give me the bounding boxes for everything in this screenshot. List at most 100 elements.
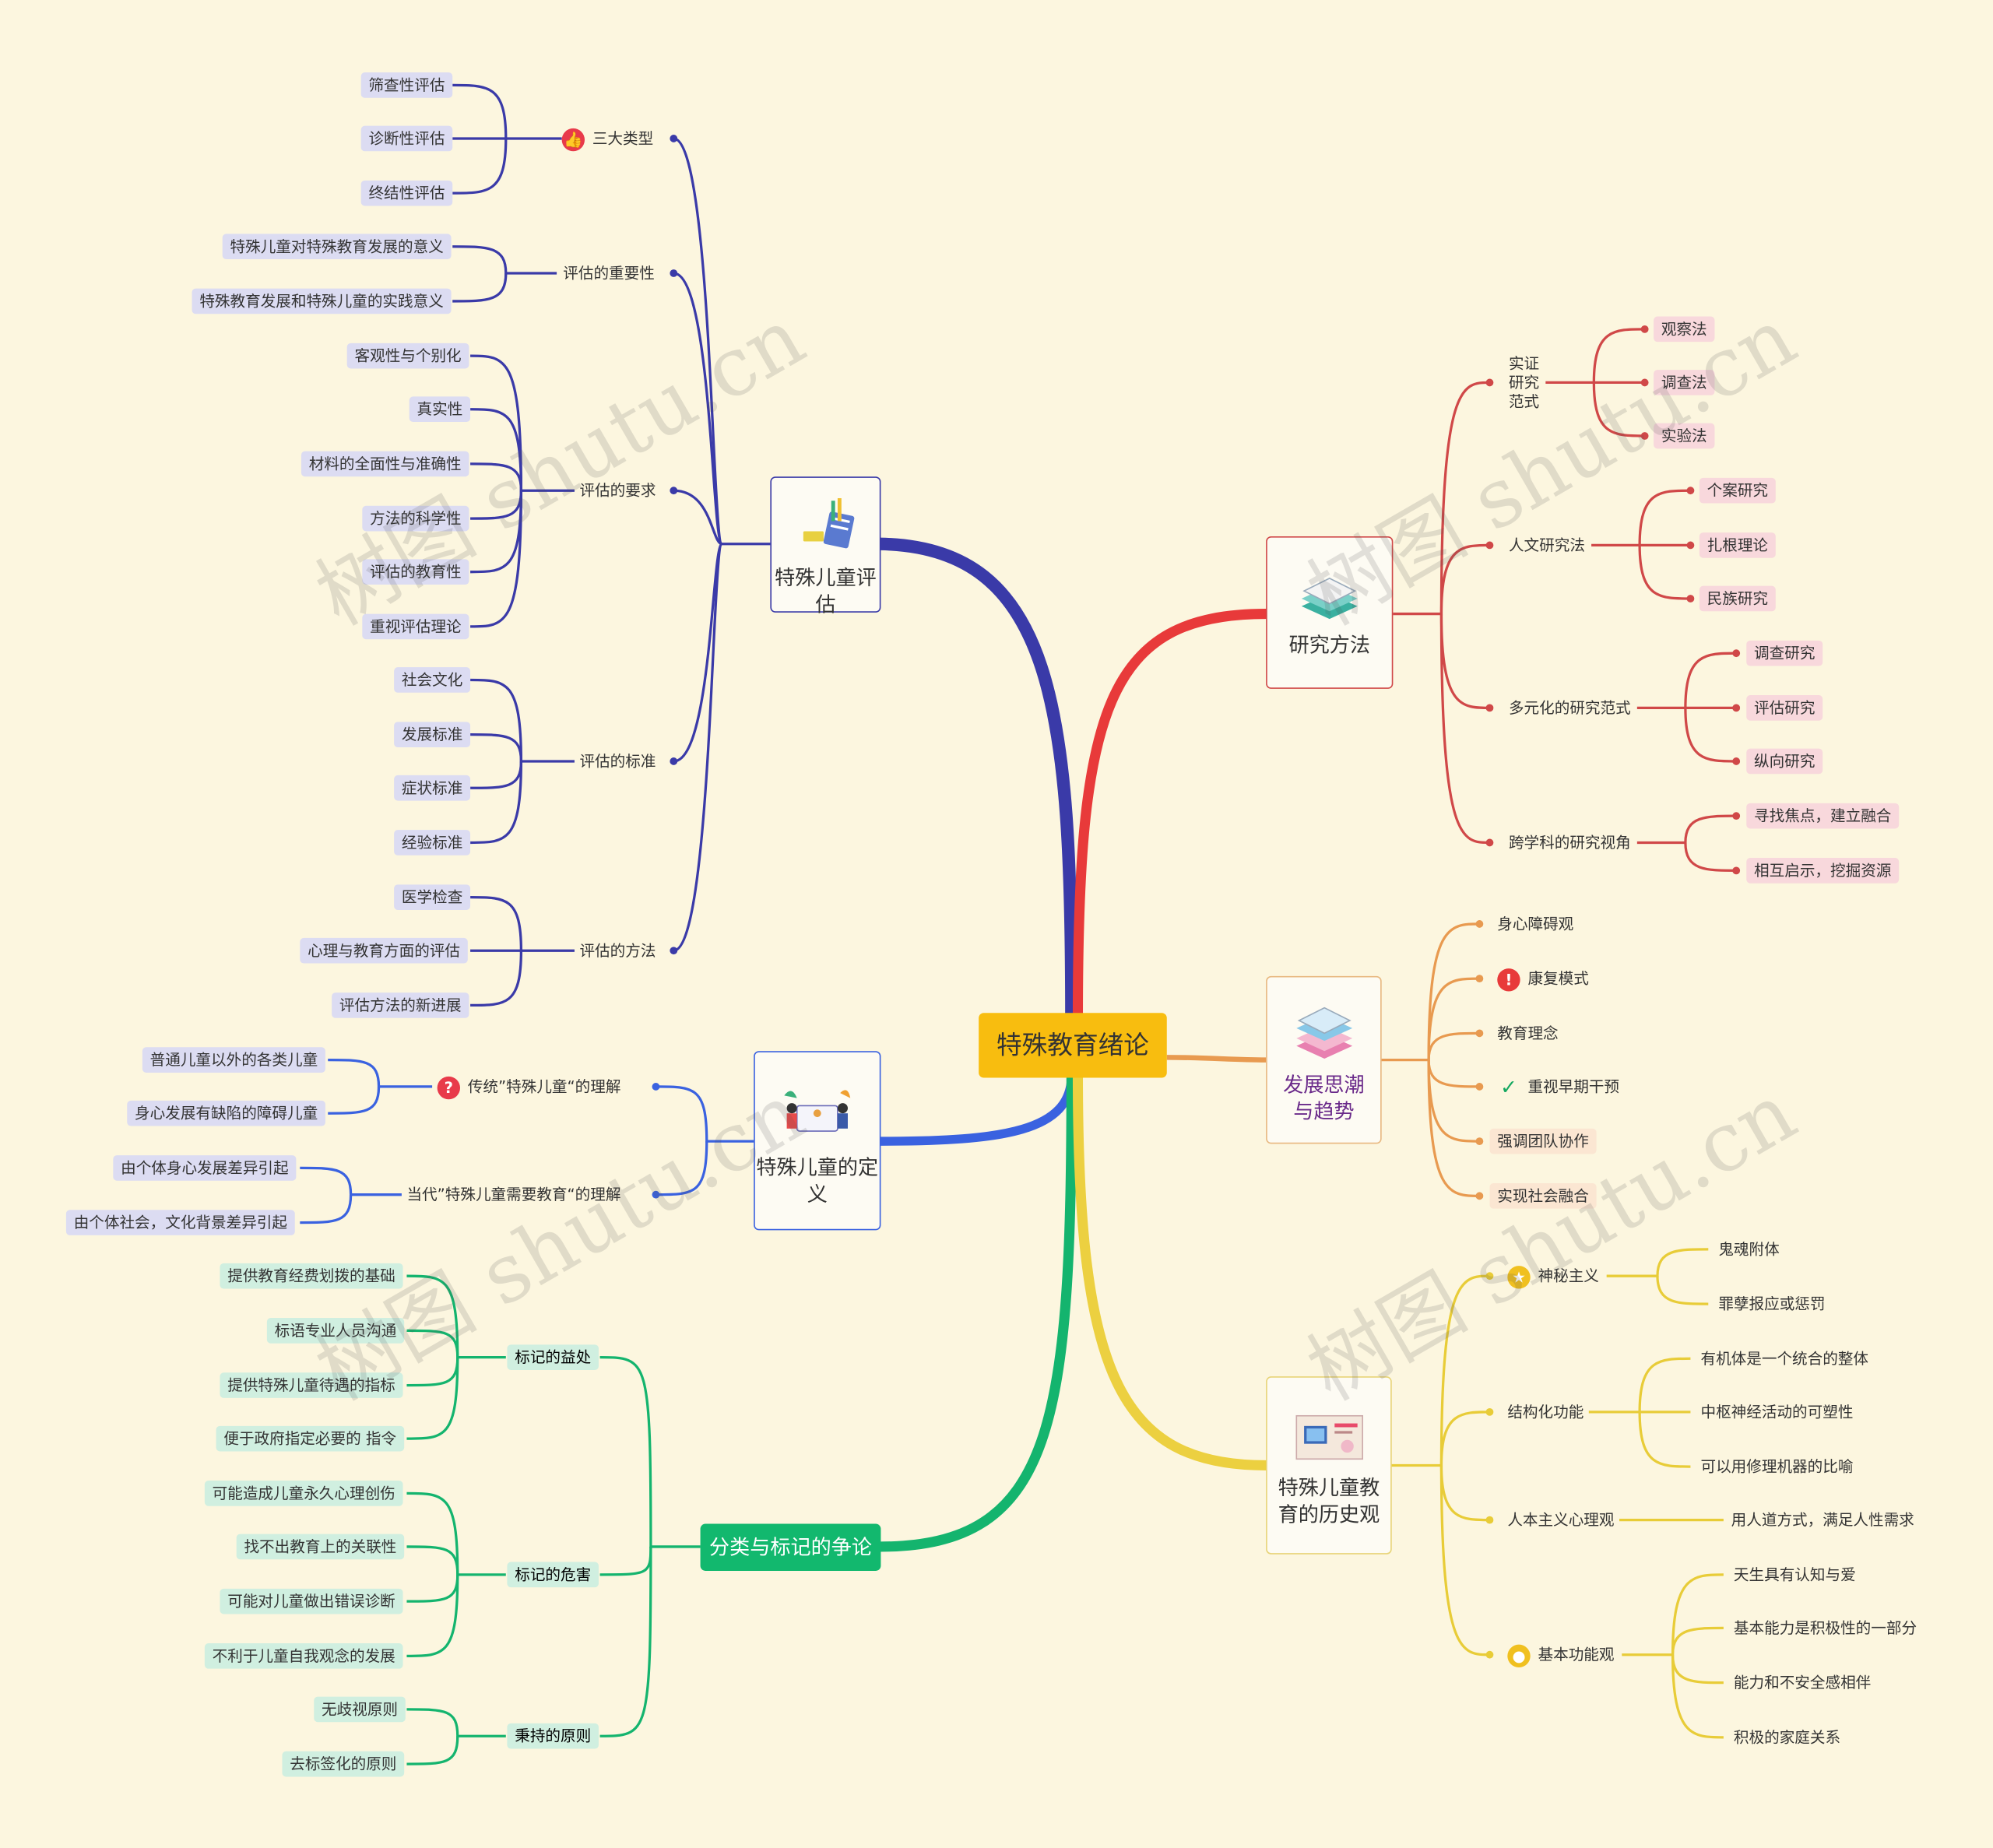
leaf-req-4[interactable]: 方法的科学性 — [362, 505, 469, 532]
research-interdisciplinary[interactable]: 跨学科的研究视角 — [1508, 834, 1631, 852]
leaf-survey[interactable]: 调查法 — [1654, 370, 1715, 395]
leaf-importance-1[interactable]: 特殊儿童对特殊教育发展的意义 — [222, 234, 452, 260]
leaf-modern-2[interactable]: 由个体社会，文化背景差异引起 — [65, 1210, 295, 1235]
leaf-inter-1[interactable]: 寻找焦点，建立融合 — [1746, 803, 1900, 829]
trend-rehab-model[interactable]: !康复模式 — [1497, 966, 1589, 992]
leaf-harm-1[interactable]: 可能造成儿童永久心理创伤 — [204, 1481, 403, 1506]
leaf-principle-2[interactable]: 去标签化的原则 — [282, 1751, 405, 1777]
leaf-eval-research[interactable]: 评估研究 — [1746, 695, 1823, 721]
leaf-modern-1[interactable]: 由个体身心发展差异引起 — [113, 1155, 297, 1181]
leaf-method-1[interactable]: 医学检查 — [394, 884, 471, 910]
link-root-definition — [875, 1070, 1077, 1146]
link-root-history — [1072, 1070, 1271, 1470]
trend-early-intervention[interactable]: ✓重视早期干预 — [1497, 1074, 1619, 1100]
leaf-req-6[interactable]: 重视评估理论 — [362, 613, 469, 640]
labeling-harms[interactable]: 标记的危害 — [507, 1562, 599, 1588]
bulb-icon: ● — [1507, 1643, 1531, 1667]
leaf-observation[interactable]: 观察法 — [1654, 316, 1715, 343]
history-mysticism[interactable]: ★神秘主义 — [1507, 1263, 1599, 1289]
leaf-trad-2[interactable]: 身心发展有缺陷的障碍儿童 — [127, 1100, 325, 1126]
leaf-humane[interactable]: 用人道方式，满足人性需求 — [1731, 1511, 1914, 1530]
topic-research[interactable]: 研究方法 — [1266, 536, 1394, 689]
trend-disability-view[interactable]: 身心障碍观 — [1497, 915, 1574, 933]
leaf-grounded[interactable]: 扎根理论 — [1699, 532, 1776, 558]
research-empirical[interactable]: 实证 研究 范式 — [1509, 355, 1539, 412]
connector-dot — [1485, 378, 1494, 387]
research-pluralistic[interactable]: 多元化的研究范式 — [1508, 698, 1631, 717]
connector-dot — [670, 135, 678, 142]
leaf-benefit-4[interactable]: 便于政府指定必要的 指令 — [216, 1425, 404, 1452]
assessment-importance[interactable]: 评估的重要性 — [563, 264, 655, 283]
leaf-basic-4[interactable]: 积极的家庭关系 — [1733, 1728, 1841, 1747]
leaf-req-3[interactable]: 材料的全面性与准确性 — [301, 451, 469, 477]
leaf-diagnostic[interactable]: 诊断性评估 — [360, 125, 453, 152]
leaf-basic-2[interactable]: 基本能力是积极性的一部分 — [1733, 1618, 1917, 1637]
connector-dot — [1686, 541, 1695, 550]
leaf-basic-3[interactable]: 能力和不安全感相伴 — [1733, 1674, 1872, 1692]
topic-trends[interactable]: 发展思潮与趋势 — [1266, 975, 1382, 1144]
traditional-label: 传统”特殊儿童“的理解 — [467, 1077, 621, 1096]
topic-assessment[interactable]: 特殊儿童评估 — [770, 476, 881, 617]
leaf-ethnic[interactable]: 民族研究 — [1699, 585, 1776, 612]
history-basic-function[interactable]: ●基本功能观 — [1507, 1642, 1614, 1667]
leaf-harm-4[interactable]: 不利于儿童自我观念的发展 — [204, 1643, 403, 1669]
topic-labeling[interactable]: 分类与标记的争论 — [700, 1523, 881, 1571]
leaf-std-1[interactable]: 社会文化 — [394, 667, 471, 693]
topic-history[interactable]: 特殊儿童教育的历史观 — [1266, 1376, 1392, 1555]
definition-modern[interactable]: 当代”特殊儿童需要教育“的理解 — [406, 1186, 621, 1204]
leaf-ghost[interactable]: 鬼魂附体 — [1718, 1240, 1780, 1259]
leaf-organism[interactable]: 有机体是一个统合的整体 — [1700, 1349, 1869, 1368]
labeling-principles[interactable]: 秉持的原则 — [507, 1723, 599, 1749]
assessment-requirements[interactable]: 评估的要求 — [579, 481, 656, 500]
connector-dot — [1686, 487, 1695, 495]
leaf-benefit-3[interactable]: 提供特殊儿童待遇的指标 — [220, 1372, 403, 1398]
leaf-method-2[interactable]: 心理与教育方面的评估 — [300, 937, 468, 964]
leaf-benefit-2[interactable]: 标语专业人员沟通 — [266, 1318, 405, 1344]
leaf-req-1[interactable]: 客观性与个别化 — [346, 343, 469, 369]
labeling-benefits[interactable]: 标记的益处 — [507, 1344, 599, 1370]
history-structural[interactable]: 结构化功能 — [1507, 1403, 1584, 1421]
leaf-harm-2[interactable]: 找不出教育上的关联性 — [236, 1534, 405, 1560]
leaf-method-3[interactable]: 评估方法的新进展 — [332, 993, 469, 1018]
definition-traditional[interactable]: ?传统”特殊儿童“的理解 — [437, 1074, 621, 1100]
leaf-std-4[interactable]: 经验标准 — [394, 830, 471, 855]
leaf-machine[interactable]: 可以用修理机器的比喻 — [1700, 1457, 1854, 1476]
leaf-std-2[interactable]: 发展标准 — [394, 722, 471, 747]
trend-inclusion[interactable]: 实现社会融合 — [1489, 1182, 1597, 1209]
leaf-importance-2[interactable]: 特殊教育发展和特殊儿童的实践意义 — [192, 288, 452, 314]
leaf-experiment[interactable]: 实验法 — [1654, 423, 1715, 449]
leaf-req-2[interactable]: 真实性 — [409, 396, 471, 423]
topic-definition-title: 特殊儿童的定义 — [756, 1155, 879, 1207]
leaf-req-5[interactable]: 评估的教育性 — [362, 559, 469, 585]
leaf-inter-2[interactable]: 相互启示，挖掘资源 — [1746, 858, 1900, 884]
leaf-std-3[interactable]: 症状标准 — [394, 775, 471, 801]
topic-definition[interactable]: 特殊儿童的定义 — [754, 1051, 881, 1231]
link-root-assessment — [873, 537, 1078, 1024]
connector-dot — [1686, 595, 1695, 603]
leaf-benefit-1[interactable]: 提供教育经费划拨的基础 — [220, 1263, 403, 1289]
root-topic[interactable]: 特殊教育绪论 — [979, 1013, 1167, 1078]
clipboard-pencil-icon — [803, 497, 854, 549]
leaf-plasticity[interactable]: 中枢神经活动的可塑性 — [1700, 1403, 1854, 1421]
assessment-methods[interactable]: 评估的方法 — [579, 941, 656, 960]
leaf-basic-1[interactable]: 天生具有认知与爱 — [1733, 1565, 1856, 1584]
assessment-three-types[interactable]: 👍三大类型 — [561, 126, 653, 152]
people-meeting-icon — [784, 1090, 851, 1132]
trend-edu-concept[interactable]: 教育理念 — [1497, 1024, 1559, 1042]
leaf-survey-research[interactable]: 调查研究 — [1746, 640, 1823, 666]
leaf-harm-3[interactable]: 可能对儿童做出错误诊断 — [220, 1588, 403, 1614]
trend-teamwork[interactable]: 强调团队协作 — [1489, 1128, 1597, 1154]
exclamation-icon: ! — [1497, 968, 1520, 991]
assessment-standards[interactable]: 评估的标准 — [579, 752, 656, 771]
mysticism-label: 神秘主义 — [1538, 1267, 1599, 1285]
leaf-longitudinal[interactable]: 纵向研究 — [1746, 748, 1823, 775]
leaf-karma[interactable]: 罪孽报应或惩罚 — [1718, 1295, 1826, 1313]
leaf-case[interactable]: 个案研究 — [1699, 477, 1776, 504]
leaf-summative[interactable]: 终结性评估 — [360, 180, 453, 206]
history-humanistic[interactable]: 人本主义心理观 — [1507, 1511, 1615, 1530]
research-humanities[interactable]: 人文研究法 — [1508, 536, 1585, 554]
topic-history-title: 特殊儿童教育的历史观 — [1278, 1475, 1380, 1527]
leaf-screening[interactable]: 筛查性评估 — [360, 72, 453, 98]
leaf-trad-1[interactable]: 普通儿童以外的各类儿童 — [142, 1047, 325, 1073]
leaf-principle-1[interactable]: 无歧视原则 — [314, 1696, 406, 1723]
